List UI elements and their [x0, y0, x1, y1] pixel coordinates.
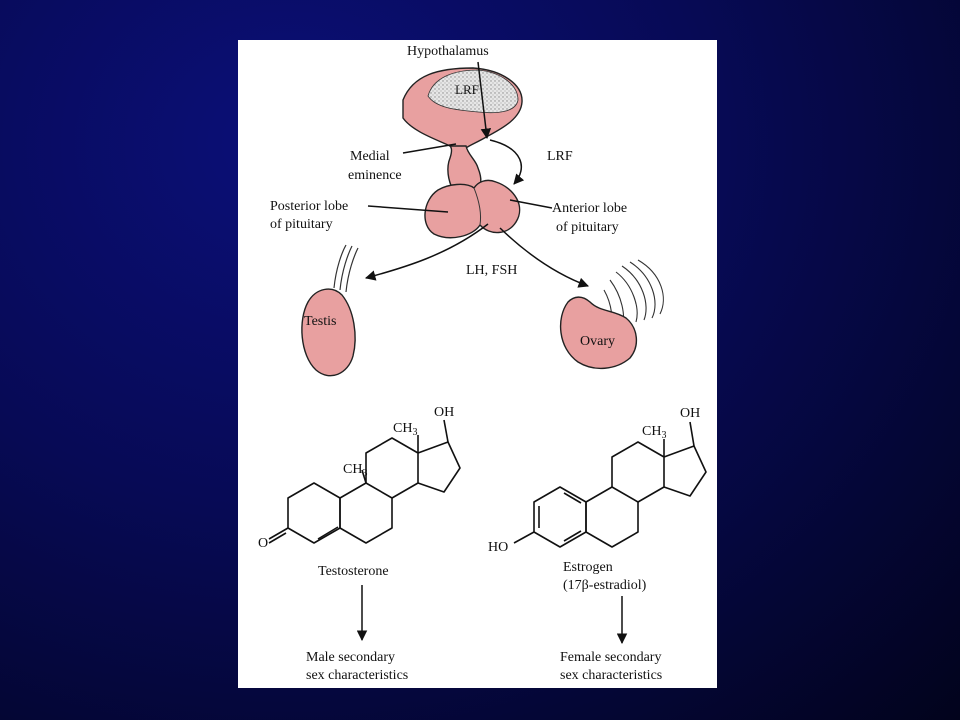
hypothalamus-arrow [477, 61, 492, 140]
estrogen-structure [513, 421, 707, 548]
testosterone-ch3-mid: CH3 [343, 462, 367, 479]
estrogen-name-1: Estrogen [563, 560, 613, 575]
testosterone-name: Testosterone [318, 564, 389, 579]
endocrine-diagram: Hypothalamus LRF LRF Medial eminence Pos… [258, 44, 707, 683]
lrf-curved-arrow [489, 139, 525, 185]
lh-fsh-arrow-testis [364, 223, 489, 281]
anterior-lobe-pointer [509, 199, 553, 209]
female-effect-label-2: sex characteristics [560, 668, 662, 683]
lrf-side-label: LRF [547, 149, 573, 164]
pituitary-gland [424, 145, 521, 239]
testosterone-ch3-top: CH3 [393, 421, 417, 438]
anterior-lobe-label-2: of pituitary [556, 220, 619, 235]
testis-organ: Testis [301, 244, 359, 377]
lh-fsh-arrow-ovary [499, 227, 589, 288]
male-effect-label-1: Male secondary [306, 650, 395, 665]
estrogen-name-2: (17β-estradiol) [563, 578, 647, 593]
hypothalamus-label: Hypothalamus [407, 44, 489, 59]
posterior-lobe-label-2: of pituitary [270, 217, 333, 232]
estrogen-ch3: CH3 [642, 424, 666, 441]
posterior-lobe-pointer [367, 205, 449, 213]
ovary-label: Ovary [580, 334, 615, 349]
testosterone-oh-label: OH [434, 405, 454, 420]
testosterone-o-label: O [258, 536, 268, 551]
testis-label: Testis [304, 314, 336, 329]
male-effect-label-2: sex characteristics [306, 668, 408, 683]
diagram-panel: Hypothalamus LRF LRF Medial eminence Pos… [238, 40, 717, 688]
hypothalamus-shape: LRF [402, 67, 523, 149]
anterior-lobe-label-1: Anterior lobe [552, 201, 627, 216]
lh-fsh-label: LH, FSH [466, 263, 517, 278]
lrf-inner-label: LRF [455, 82, 479, 97]
medial-eminence-pointer [402, 143, 457, 154]
estrogen-ho-label: HO [488, 540, 508, 555]
testosterone-structure [268, 419, 461, 544]
female-effect-label-1: Female secondary [560, 650, 661, 665]
medial-eminence-label-1: Medial [350, 149, 390, 164]
medial-eminence-label-2: eminence [348, 168, 402, 183]
posterior-lobe-label-1: Posterior lobe [270, 199, 348, 214]
ovary-organ: Ovary [559, 259, 664, 369]
estrogen-oh-label: OH [680, 406, 700, 421]
